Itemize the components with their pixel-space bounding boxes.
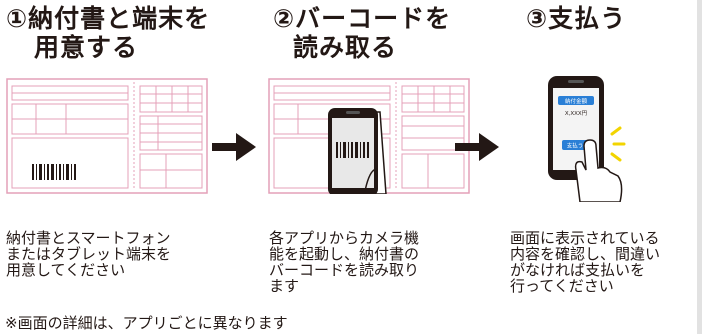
step-1-description-line: 用意してください [6, 261, 126, 279]
step-3-description: 画面に表示されている 内容を確認し、間違い がなければ支払いを 行ってください [510, 230, 660, 294]
step-1-title-line-1: ①納付書と端末を [6, 4, 211, 33]
step-3-description-line: 画面に表示されている [510, 229, 660, 247]
phone-pay-button-label: 支払う [567, 142, 584, 150]
step-1-description-line: またはタブレット端末を [6, 245, 172, 263]
step-2-title-line-2: 読み取る [293, 33, 398, 62]
step-3-title-line-1: ③支払う [526, 4, 627, 33]
right-edge-strip [697, 0, 702, 334]
step-1: ①納付書と端末を 用意する 納付書とスマートフォン またはタブレット端末を 用意… [0, 0, 230, 300]
tax-form-illustration [6, 78, 208, 194]
step-2: ②バーコードを 読み取る 各アプリからカメラ機 能を起動し、納付書の バーコード… [240, 0, 470, 300]
phone-amount-label: 納付金額 [565, 97, 588, 105]
step-3-description-line: 行ってください [510, 277, 614, 295]
step-2-description-line: 各アプリからカメラ機 [269, 229, 420, 247]
footnote: ※画面の詳細は、アプリごとに異なります [5, 314, 288, 332]
arrow-right-icon [455, 133, 499, 161]
phone-paying-illustration: 納付金額 X,XXX円 支払う [548, 76, 626, 202]
step-1-description-line: 納付書とスマートフォン [6, 229, 171, 247]
phone-scanning-illustration [268, 78, 470, 194]
phone-pay-button [562, 140, 588, 150]
step-3-description-line: 内容を確認し、間違い [510, 245, 661, 263]
step-3: ③支払う 画面に表示されている 内容を確認し、間違い がなければ支払いを 行って… [482, 0, 702, 300]
step-2-description-line: バーコードを読み取り [269, 261, 420, 279]
step-2-title-line-1: ②バーコードを [273, 4, 452, 33]
step-1-description: 納付書とスマートフォン またはタブレット端末を 用意してください [6, 230, 171, 278]
step-1-title-line-2: 用意する [34, 33, 139, 62]
arrow-right-icon [212, 133, 256, 161]
step-2-description-line: ます [269, 277, 300, 295]
step-2-description-line: 能を起動し、納付書の [269, 245, 420, 263]
step-2-description: 各アプリからカメラ機 能を起動し、納付書の バーコードを読み取り ます [269, 230, 419, 294]
step-3-description-line: がなければ支払いを [510, 261, 646, 279]
phone-amount-value: X,XXX円 [565, 110, 588, 117]
